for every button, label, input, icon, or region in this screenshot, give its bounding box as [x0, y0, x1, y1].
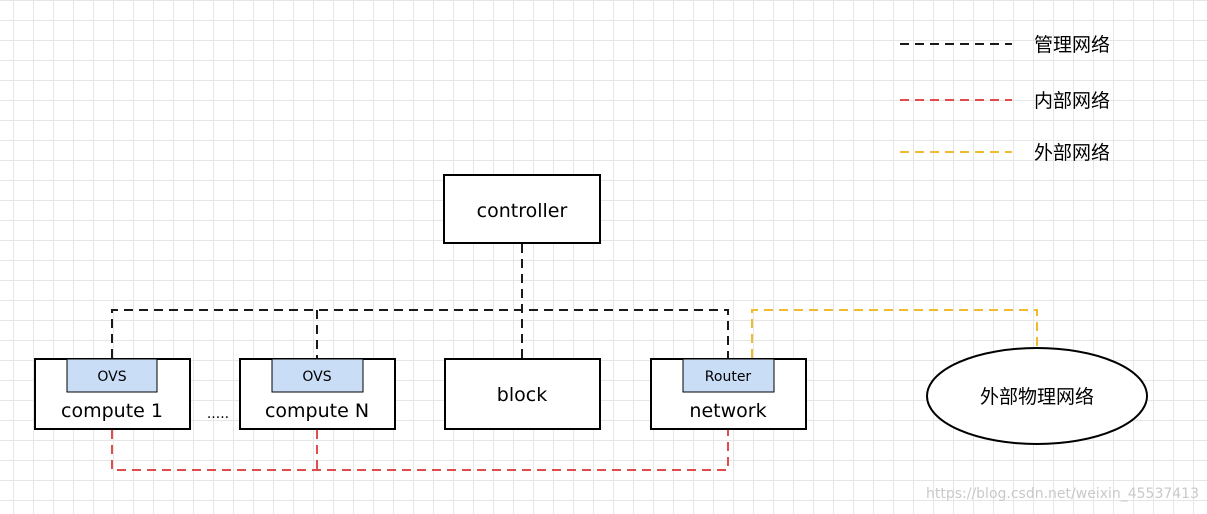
external-network-link: [751, 309, 1038, 358]
computeN-ovs-label: OVS: [302, 369, 331, 385]
watermark: https://blog.csdn.net/weixin_45537413: [925, 486, 1199, 502]
external-network-label: 外部物理网络: [980, 386, 1094, 408]
compute1-box: [34, 358, 191, 430]
computeN-label: compute N: [265, 400, 369, 422]
router-box: [682, 358, 775, 393]
compute1-ovs-label: OVS: [97, 369, 126, 385]
network-label: network: [689, 400, 766, 422]
legend-management-label: 管理网络: [1034, 34, 1110, 56]
controller-box: [443, 174, 601, 244]
block-box: [444, 358, 601, 430]
external-network-node: 外部物理网络: [926, 347, 1148, 445]
external-network-ellipse: [926, 347, 1148, 445]
legend-external-label: 外部网络: [1034, 142, 1110, 164]
block-node: block: [444, 358, 601, 430]
router-label: Router: [705, 369, 752, 385]
controller-label: controller: [477, 200, 568, 222]
compute1-node: OVS compute 1: [34, 358, 191, 430]
compute-ellipsis: .....: [207, 406, 229, 422]
legend: 管理网络 内部网络 外部网络: [900, 34, 1110, 164]
compute1-label: compute 1: [61, 400, 163, 422]
legend-internal-label: 内部网络: [1034, 90, 1110, 112]
compute1-ovs-box: [66, 358, 158, 393]
mgmt-bus: [111, 309, 729, 358]
controller-node: controller: [443, 174, 601, 244]
network-node: Router network: [650, 358, 807, 430]
management-network: [111, 244, 729, 358]
computeN-ovs-box: [271, 358, 364, 393]
block-label: block: [497, 384, 547, 406]
computeN-node: OVS compute N: [239, 358, 396, 430]
internal-network-bus: [111, 430, 729, 471]
